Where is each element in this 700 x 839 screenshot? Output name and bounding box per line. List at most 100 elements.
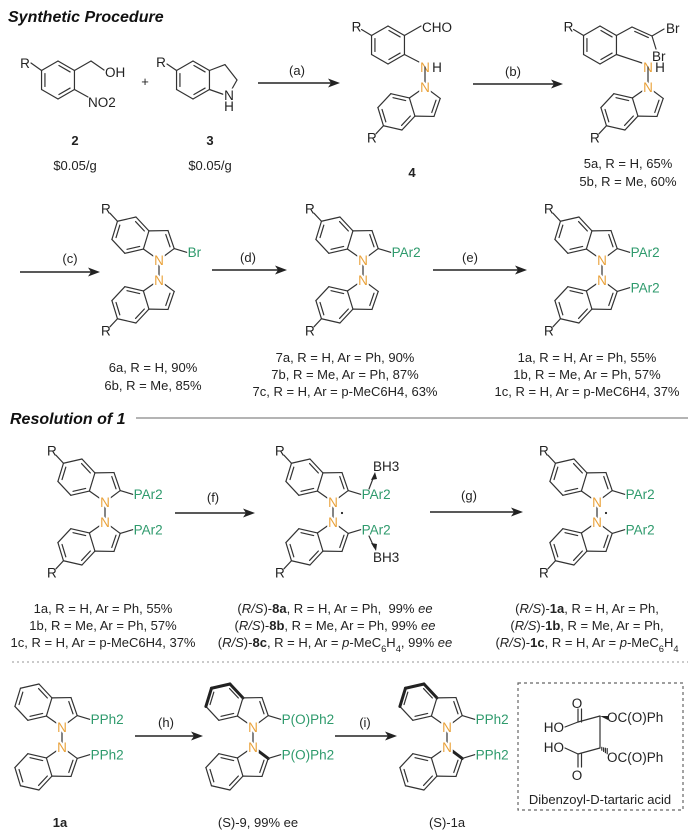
bond	[55, 454, 65, 464]
compound-label: 1a, R = H, Ar = Ph, 55%	[518, 350, 657, 365]
bond	[19, 683, 40, 689]
arrow-head-icon	[328, 78, 340, 88]
bond	[267, 714, 282, 720]
bond	[577, 715, 601, 723]
bond	[285, 480, 300, 496]
bond	[624, 115, 639, 131]
bond	[208, 88, 229, 97]
bond	[430, 757, 438, 777]
nitrogen-label: N	[592, 515, 602, 530]
bond	[369, 233, 375, 248]
dibenzoyl-tartaric-acid: OHOOC(O)PhOC(O)PhOHODibenzoyl-D-tartaric…	[529, 696, 671, 807]
bond	[577, 308, 588, 320]
step-label-c: (c)	[62, 251, 77, 266]
bond	[73, 88, 89, 98]
arrow-head-icon	[243, 508, 255, 518]
bond	[76, 714, 91, 720]
nitrogen-label: N	[248, 720, 258, 735]
bond	[57, 480, 72, 496]
bond	[192, 60, 211, 72]
bond	[283, 454, 293, 464]
bond	[461, 754, 476, 760]
bond	[564, 487, 579, 492]
bond	[422, 682, 439, 700]
bond	[408, 86, 426, 99]
bond	[558, 224, 564, 239]
bond	[608, 233, 614, 248]
compound-label: (S)-9, 99% ee	[218, 815, 298, 830]
bond	[610, 290, 618, 311]
bond	[554, 299, 562, 320]
bond	[228, 775, 239, 787]
bond	[600, 52, 613, 61]
bond	[360, 28, 373, 37]
bond	[111, 534, 117, 549]
bond	[308, 462, 319, 474]
bond	[300, 487, 315, 492]
phosphine-label: PAr2	[631, 280, 660, 295]
bond	[193, 64, 206, 73]
bond	[76, 754, 91, 760]
bond	[610, 229, 618, 250]
hydroxyl-label: HO	[544, 740, 564, 755]
bond	[70, 696, 78, 717]
nitrogen-label: N	[224, 88, 234, 103]
bond	[236, 715, 254, 728]
bond	[332, 521, 349, 535]
bond	[371, 229, 379, 250]
reaction-arrow-g: (g)	[430, 488, 523, 517]
bond	[72, 487, 87, 492]
bond	[558, 301, 564, 316]
bond	[116, 318, 137, 324]
oxygen-label: O	[572, 696, 583, 711]
bond	[604, 108, 610, 123]
arrow-head-icon	[511, 507, 523, 517]
bond	[634, 30, 649, 39]
phosphine-label: PPh2	[91, 712, 124, 727]
bond	[371, 290, 379, 311]
bond	[580, 532, 588, 552]
bond	[370, 53, 389, 65]
dative-arrow-icon	[371, 472, 377, 480]
bond	[338, 308, 349, 320]
bond	[631, 97, 639, 117]
bond	[209, 691, 215, 706]
bond	[111, 220, 119, 241]
nitrogen-label: N	[597, 273, 607, 288]
bond	[615, 26, 633, 37]
bond	[14, 687, 22, 708]
bond	[605, 125, 626, 131]
tartaric-acid-box	[517, 682, 684, 811]
bond	[564, 721, 579, 728]
bond	[298, 490, 318, 496]
step-label-a: (a)	[289, 63, 305, 78]
bond	[111, 475, 117, 490]
bond	[554, 238, 569, 254]
bond	[399, 766, 407, 787]
bond	[88, 521, 106, 534]
bond	[453, 759, 459, 774]
bond	[408, 97, 416, 117]
step-label-b: (b)	[505, 64, 521, 79]
bond	[453, 700, 459, 715]
bond	[57, 88, 76, 100]
nitrogen-label: N	[592, 495, 602, 510]
phosphine-label: PAr2	[362, 522, 391, 537]
bond	[611, 529, 626, 535]
borane-label: BH3	[373, 459, 399, 474]
bond	[308, 550, 319, 562]
compound-label: (R/S)-1c, R = H, Ar = p-MeC6H4	[495, 635, 678, 654]
bond	[27, 753, 47, 759]
bond	[315, 286, 330, 302]
bond	[585, 230, 593, 250]
bond	[603, 534, 609, 549]
bond	[142, 279, 160, 292]
bond	[267, 754, 282, 760]
bond	[578, 308, 593, 324]
bond	[554, 286, 569, 302]
bond	[61, 714, 78, 728]
benzoyloxy-label: OC(O)Ph	[607, 710, 663, 725]
